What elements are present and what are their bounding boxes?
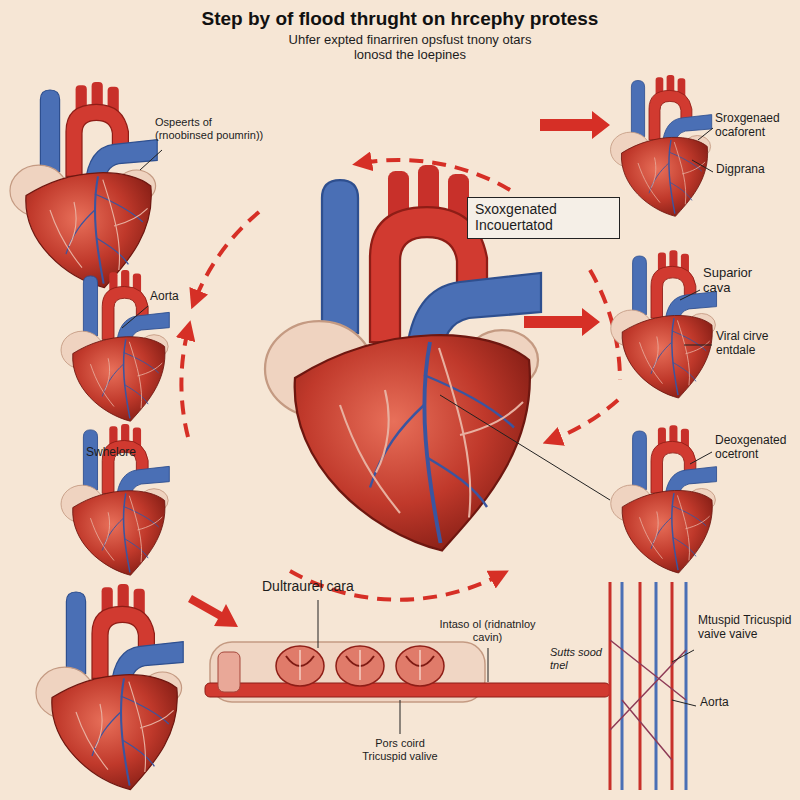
small-heart <box>611 75 712 216</box>
circle-arrow <box>552 400 618 440</box>
vein-line <box>622 582 686 790</box>
small-heart <box>61 424 169 575</box>
leader-line <box>692 160 713 172</box>
leader-line <box>488 648 489 682</box>
leader-line <box>672 650 694 662</box>
valve-chambers <box>276 646 444 686</box>
part-label: Ospeerts of (rnoobinsed poumrin)) <box>155 116 265 141</box>
vessel-network <box>610 582 686 790</box>
circle-arrow <box>195 212 259 300</box>
part-label: Aorta <box>150 290 179 304</box>
part-label: Intaso ol (ridnatnloy cavin) <box>430 618 545 643</box>
box-text: Sxoxgenated Incouertatod <box>475 201 610 233</box>
small-heart <box>36 584 183 790</box>
leader-line <box>122 306 148 328</box>
part-label: Aorta <box>700 696 729 710</box>
valve-detail <box>300 650 420 680</box>
part-label: Sroxgenaed ocaforent <box>715 112 797 140</box>
part-label: Sutts sood tnel <box>550 646 605 671</box>
part-label: Deoxgenated ocetront <box>715 434 797 462</box>
leader-line <box>698 128 713 140</box>
label-box: Sxoxgenated Incouertatod <box>467 197 620 239</box>
flow-arrow <box>188 595 238 627</box>
leader-line <box>684 345 712 346</box>
leader-line <box>690 452 712 464</box>
circulation-arrows <box>181 160 620 600</box>
leader-line <box>672 700 696 706</box>
part-label: Pors coird Tricuspid valive <box>354 737 446 762</box>
leader-line <box>318 600 319 648</box>
leader-line <box>400 700 401 734</box>
part-label: Uhfer expted finarriren opsfust tnony ot… <box>270 33 550 63</box>
small-heart <box>10 82 157 288</box>
part-label: Suparior cava <box>703 266 775 296</box>
leader-line <box>680 290 700 300</box>
leader-line <box>440 395 610 500</box>
small-heart <box>611 250 717 398</box>
part-label: Swhelore <box>86 446 136 460</box>
circle-arrow <box>181 330 188 437</box>
artery-line <box>610 582 672 790</box>
part-label: Viral cirve entdale <box>716 330 790 358</box>
leader-lines <box>122 128 713 734</box>
part-label: Dultraurel cara <box>262 578 354 594</box>
part-label: Mtuspid Tricuspid vaive vaive <box>698 614 793 642</box>
part-label: Digprana <box>716 163 765 177</box>
leader-line <box>140 150 162 170</box>
small-heart <box>611 425 717 573</box>
vessel-tube <box>205 683 610 697</box>
flow-arrow <box>540 111 610 139</box>
branch-line <box>610 640 686 760</box>
vessel-cap <box>218 652 240 692</box>
diagram-title: Step by of flood thrught on hrcephy prot… <box>0 8 800 30</box>
